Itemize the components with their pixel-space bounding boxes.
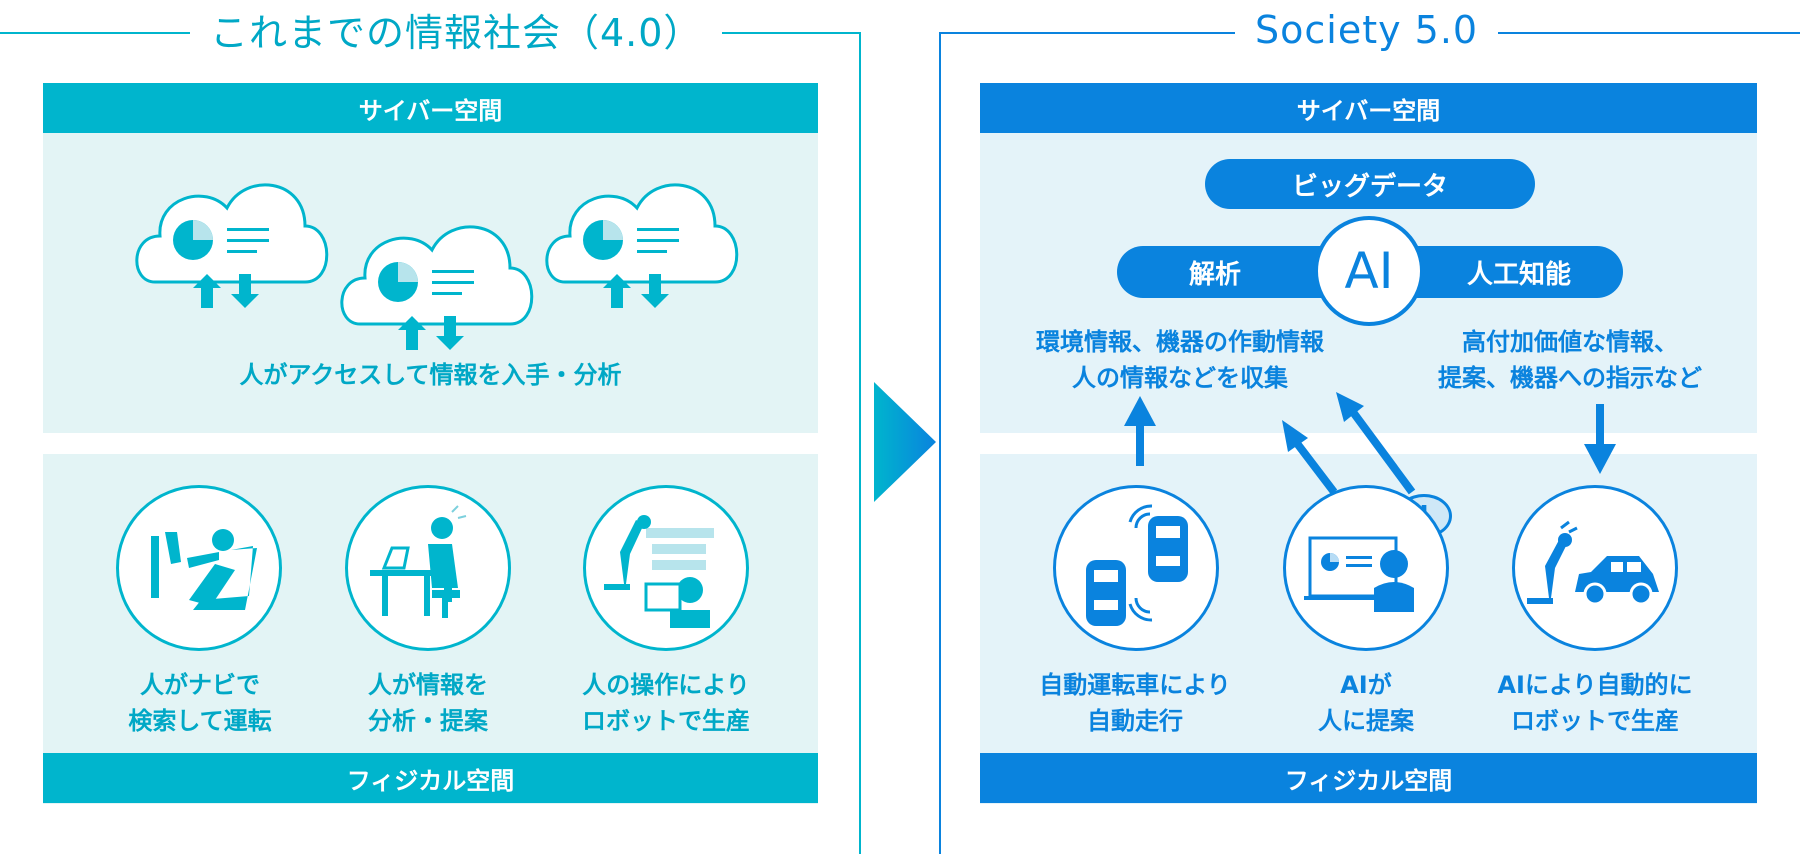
right-physical-band: フィジカル空間 xyxy=(980,753,1757,803)
left-item-2-text: 人が情報を 分析・提案 xyxy=(328,667,528,739)
left-physical-band: フィジカル空間 xyxy=(43,753,818,803)
robot-car-production-icon xyxy=(1512,485,1678,651)
up-arrow-icon xyxy=(1124,396,1156,466)
cloud-icon xyxy=(135,183,329,310)
ai-label: AI xyxy=(1344,242,1394,300)
right-item-3-line1: AIにより自動的に xyxy=(1497,671,1693,699)
diagonal-up-arrow-icon xyxy=(1336,392,1416,495)
right-item-1-text: 自動運転車により 自動走行 xyxy=(1020,667,1250,739)
provide-text-line1: 高付加価値な情報、 xyxy=(1462,328,1678,356)
ai-proposal-icon xyxy=(1283,485,1449,651)
right-item-3-text: AIにより自動的に ロボットで生産 xyxy=(1475,667,1715,739)
left-cyber-caption: 人がアクセスして情報を入手・分析 xyxy=(239,361,622,389)
robot-arm-operator-icon xyxy=(583,485,749,651)
collect-text-line1: 環境情報、機器の作動情報 xyxy=(1036,328,1324,356)
left-item-3-line2: ロボットで生産 xyxy=(582,707,750,735)
right-cyber-band: サイバー空間 xyxy=(980,83,1757,133)
diagonal-up-arrow-icon xyxy=(1282,420,1338,495)
left-panel-title: これまでの情報社会（4.0） xyxy=(190,1,723,57)
right-item-1-line2: 自動走行 xyxy=(1087,707,1183,735)
provide-text-line2: 提案、機器への指示など xyxy=(1438,364,1702,392)
provide-text: 高付加価値な情報、 提案、機器への指示など xyxy=(1410,324,1730,396)
collect-text: 環境情報、機器の作動情報 人の情報などを収集 xyxy=(1010,324,1350,396)
flow-arrows xyxy=(1124,392,1616,495)
left-item-3-line1: 人の操作により xyxy=(582,671,750,699)
right-item-2-line1: AIが xyxy=(1340,671,1392,699)
right-item-3-line2: ロボットで生産 xyxy=(1511,707,1679,735)
left-item-1-text: 人がナビで 検索して運転 xyxy=(100,667,300,739)
left-item-1-line1: 人がナビで xyxy=(140,671,260,699)
left-item-2-line1: 人が情報を xyxy=(368,671,488,699)
right-item-2-line2: 人に提案 xyxy=(1318,707,1414,735)
left-item-1-line2: 検索して運転 xyxy=(128,707,272,735)
left-item-3-text: 人の操作により ロボットで生産 xyxy=(551,667,781,739)
cloud-icon xyxy=(545,183,739,310)
analysis-label: 解析 xyxy=(1189,259,1242,290)
collect-text-line2: 人の情報などを収集 xyxy=(1072,364,1288,392)
left-cyber-band: サイバー空間 xyxy=(43,83,818,133)
analyst-desk-icon xyxy=(345,485,511,651)
right-item-1-line1: 自動運転車により xyxy=(1039,671,1231,699)
right-item-2-text: AIが 人に提案 xyxy=(1266,667,1466,739)
cloud-icon xyxy=(340,225,534,350)
left-item-2-line2: 分析・提案 xyxy=(368,707,488,735)
bigdata-pill: ビッグデータ xyxy=(1205,159,1535,209)
self-driving-cars-icon xyxy=(1053,485,1219,651)
down-arrow-icon xyxy=(1584,404,1616,474)
right-panel-title: Society 5.0 xyxy=(1235,7,1499,52)
ai-circle: AI xyxy=(1314,216,1424,326)
cloud-icons xyxy=(135,183,739,350)
transition-arrow-icon xyxy=(874,382,936,502)
left-panel: これまでの情報社会（4.0） xyxy=(0,1,861,854)
right-panel: Society 5.0 xyxy=(939,7,1800,854)
artificial-intelligence-label: 人工知能 xyxy=(1466,259,1571,290)
navi-driving-icon xyxy=(116,485,282,651)
